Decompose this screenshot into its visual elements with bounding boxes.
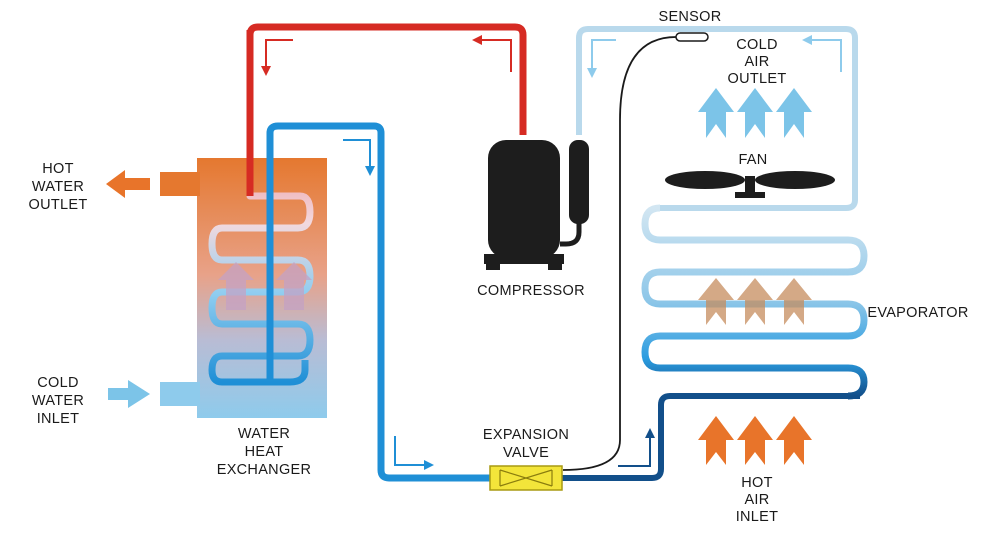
cold-water-inlet-arrow (108, 380, 150, 408)
label-line: EXPANSION (483, 427, 569, 443)
label-line: INLET (736, 509, 779, 525)
tank-heat-arrows (218, 262, 312, 310)
hot-water-outlet-pipe (160, 172, 200, 196)
label-cold-air-outlet: COLD AIR OUTLET (728, 37, 787, 87)
label-line: AIR (744, 492, 769, 508)
blue-right-arrow-icon (108, 380, 150, 408)
up-arrow-icon (737, 278, 773, 325)
flow-arrow (472, 35, 512, 72)
orange-up-arrow-icon (776, 416, 812, 465)
flow-arrow (261, 39, 293, 76)
label-cold-water-inlet: COLD WATER INLET (32, 375, 84, 427)
flow-arrow (802, 35, 842, 72)
label-line: EXCHANGER (217, 462, 312, 478)
sensor-capillary (562, 36, 677, 471)
cool-refrigerant-pipe (266, 122, 490, 482)
orange-up-arrow-icon (698, 416, 734, 465)
label-line: WATER (32, 179, 84, 195)
accumulator-tube (560, 222, 582, 247)
label-fan: FAN (738, 152, 767, 168)
hot-air-inlet-arrows (698, 416, 812, 465)
label-line: HOT (42, 161, 74, 177)
label-expansion-valve: EXPANSION VALVE (483, 427, 569, 461)
flow-arrow (394, 436, 434, 470)
return-refrigerant-pipe (560, 393, 860, 481)
compressor-base (484, 254, 564, 264)
label-line: VALVE (503, 445, 549, 461)
compressor-body (488, 140, 560, 258)
cold-air-outlet-arrows (698, 88, 812, 138)
expansion-valve (489, 465, 563, 491)
label-hot-air-inlet: HOT AIR INLET (736, 475, 779, 525)
label-line: AIR (744, 54, 769, 70)
fan (665, 171, 835, 198)
accumulator (569, 140, 589, 224)
label-water-heat-exchanger: WATER HEAT EXCHANGER (217, 426, 312, 478)
label-line: INLET (37, 411, 80, 427)
label-line: COLD (37, 375, 79, 391)
blue-up-arrow-icon (698, 88, 734, 138)
compressor (484, 140, 589, 270)
fan-hub (745, 176, 755, 194)
flow-arrows (261, 35, 842, 470)
tank-up-arrow (218, 262, 254, 310)
label-line: COLD (736, 37, 778, 53)
valve-symbol (499, 469, 553, 487)
label-hot-water-outlet: HOT WATER OUTLET (29, 161, 88, 213)
label-line: WATER (32, 393, 84, 409)
orange-up-arrow-icon (737, 416, 773, 465)
suction-pipe (576, 26, 858, 211)
orange-left-arrow-icon (106, 170, 150, 198)
label-line: WATER (238, 426, 290, 442)
fan-mount (735, 192, 765, 198)
hot-water-outlet-arrow (106, 170, 150, 198)
blue-up-arrow-icon (737, 88, 773, 138)
sensor (562, 32, 709, 471)
flow-arrow (587, 39, 616, 78)
label-compressor: COMPRESSOR (477, 283, 585, 299)
label-line: HOT (741, 475, 773, 491)
up-arrow-icon (776, 278, 812, 325)
sensor-bulb (675, 32, 709, 42)
flow-arrow (618, 428, 655, 467)
compressor-foot (548, 262, 562, 270)
hot-refrigerant-pipe (246, 23, 527, 196)
compressor-foot (486, 262, 500, 270)
fan-blade-right (755, 171, 835, 189)
water-heat-exchanger (160, 30, 327, 418)
flow-arrow (343, 139, 375, 176)
label-line: OUTLET (728, 71, 787, 87)
blue-up-arrow-icon (776, 88, 812, 138)
tank-up-arrow (276, 262, 312, 310)
fan-blade-left (665, 171, 745, 189)
label-evaporator: EVAPORATOR (867, 305, 968, 321)
up-arrow-icon (698, 278, 734, 325)
heat-exchanger-coil (208, 30, 314, 386)
label-sensor: SENSOR (658, 9, 721, 25)
cold-water-inlet-pipe (160, 382, 200, 406)
label-line: HEAT (245, 444, 284, 460)
evaporator-inner-arrows (698, 278, 812, 325)
label-line: OUTLET (29, 197, 88, 213)
